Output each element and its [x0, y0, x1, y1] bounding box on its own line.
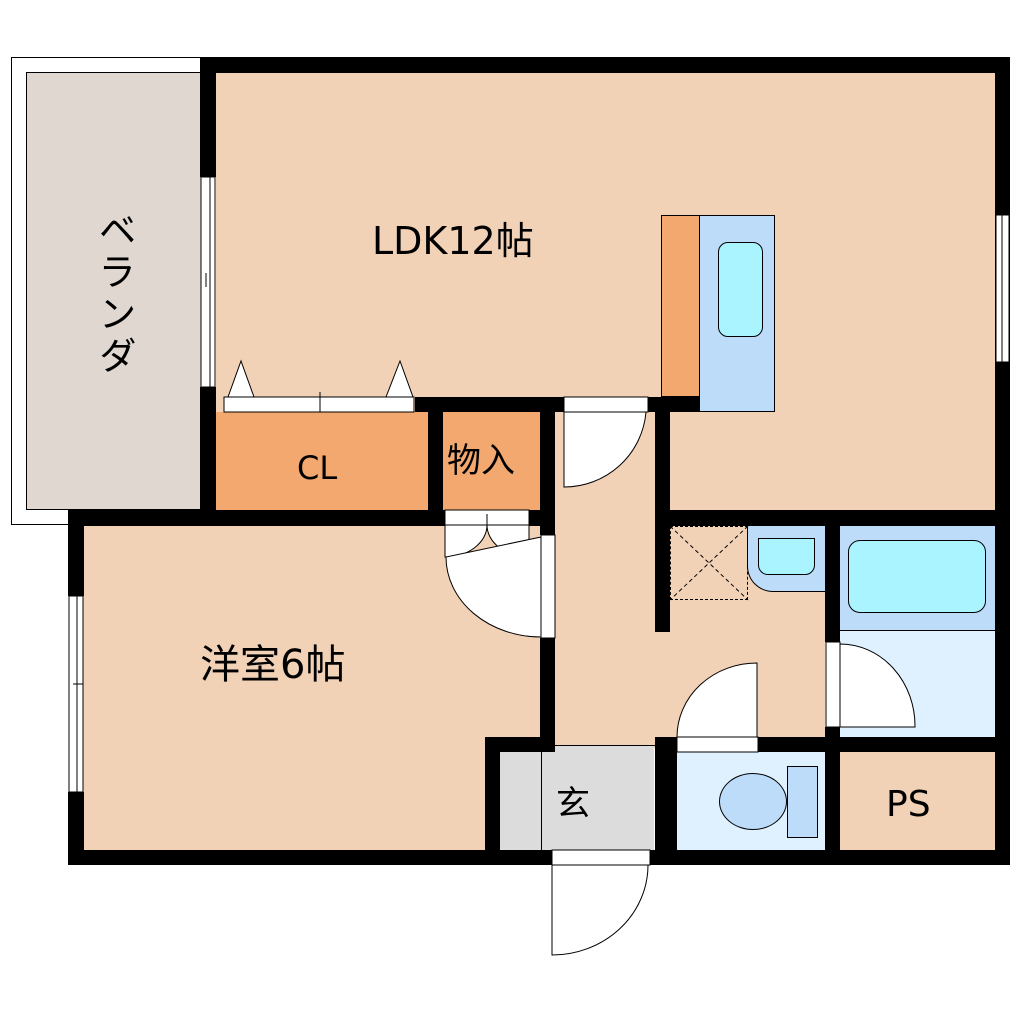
toilet-tank	[787, 766, 818, 838]
washbasin	[758, 538, 815, 575]
storage	[443, 412, 540, 510]
balcony-window	[200, 176, 216, 388]
toilet-bowl	[719, 773, 787, 830]
ldk-door	[563, 411, 647, 488]
wall	[428, 397, 443, 525]
bathtub	[848, 540, 986, 613]
entrance-door	[551, 864, 649, 956]
wall	[200, 387, 216, 525]
wall	[68, 792, 84, 865]
kitchen-nook	[670, 412, 700, 512]
wall	[825, 510, 840, 642]
entrance-step-line	[541, 745, 542, 850]
wall	[485, 737, 500, 865]
wall	[200, 57, 1010, 73]
closet-sliding-door	[223, 396, 415, 413]
western-room-door	[445, 536, 542, 638]
western-room-window	[68, 595, 84, 793]
closet-label: CL	[297, 449, 338, 487]
washroom-door	[676, 662, 758, 738]
wall	[655, 737, 677, 865]
western-room-label: 洋室6帖	[200, 642, 346, 688]
wall	[540, 638, 555, 748]
wall	[68, 850, 552, 865]
wall	[200, 57, 216, 177]
entrance	[500, 745, 654, 850]
storage-label: 物入	[447, 441, 515, 481]
balcony-label: ベランダ	[92, 210, 136, 378]
ldk-label: LDK12帖	[372, 219, 534, 263]
closet	[216, 412, 428, 510]
wall	[415, 397, 565, 412]
bathroom-door	[839, 643, 916, 728]
wall	[825, 727, 840, 865]
wall	[758, 737, 1010, 752]
wall	[68, 510, 84, 596]
entrance-top-line	[555, 745, 655, 746]
washing-machine-mark	[669, 525, 749, 601]
pipe-space-label: PS	[886, 784, 931, 825]
pipe-space	[840, 752, 995, 850]
wall	[540, 397, 555, 535]
balcony-area	[26, 72, 204, 510]
kitchen-divider	[699, 411, 775, 412]
kitchen-sink	[718, 242, 763, 337]
wall	[485, 737, 555, 752]
entrance-label: 玄	[556, 784, 590, 824]
